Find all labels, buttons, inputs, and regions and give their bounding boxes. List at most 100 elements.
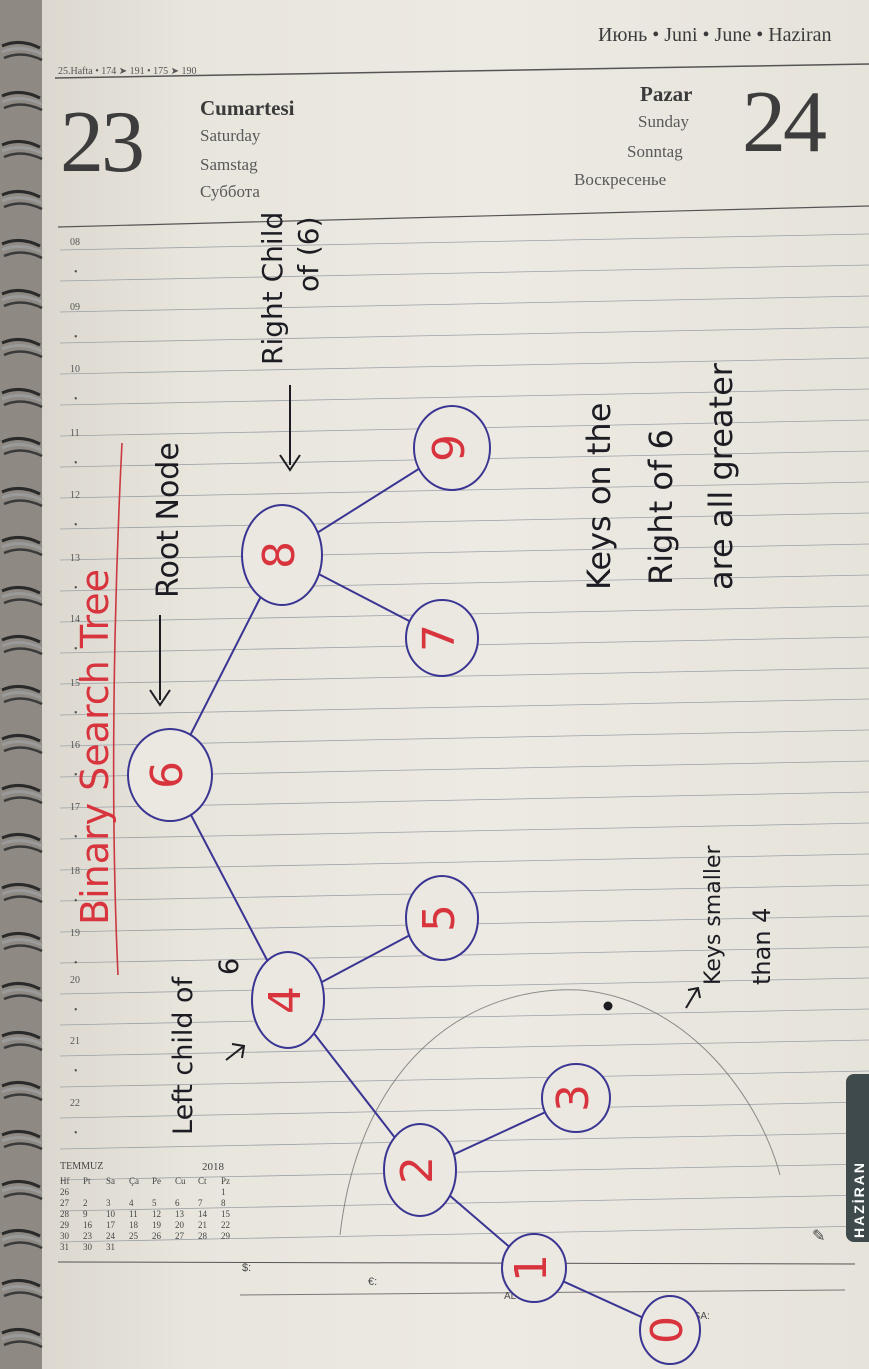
calendar-cell: 22 (221, 1219, 230, 1230)
ruled-line (59, 698, 869, 716)
tree-node-circle (501, 1233, 567, 1303)
left-day-name-tr: Cumartesi (200, 96, 295, 120)
calendar-cell: 4 (129, 1197, 134, 1208)
spiral-ring (0, 832, 44, 854)
keys-right-line3: are all greater (702, 362, 740, 590)
calendar-cell: 26 (152, 1230, 161, 1241)
left-child-arrow-icon (225, 1043, 246, 1061)
calendar-week-row: 29 16 17 18 19 20 21 22 (60, 1219, 244, 1230)
ruled-line (59, 667, 869, 685)
keys-smaller-line1: Keys smaller (701, 845, 726, 985)
right-day-name-tr: Pazar (640, 82, 693, 106)
calendar-cell: 9 (83, 1208, 88, 1219)
tree-node-value: 5 (414, 904, 465, 932)
title-text: Binary Search Tree (73, 569, 117, 925)
tree-node-circle (241, 504, 323, 606)
right-day-name-ru: Воскресенье (574, 170, 667, 189)
left-day-name-de: Samstag (200, 155, 258, 174)
calendar-cell: 10 (106, 1208, 115, 1219)
hour-label: 14 (70, 614, 80, 625)
spiral-ring (0, 931, 44, 953)
half-hour-dot: • (74, 770, 78, 781)
half-hour-dot: • (74, 458, 78, 469)
calendar-cell: 2 (83, 1197, 88, 1208)
ruled-line (59, 326, 869, 344)
keys-right-line2: Right of 6 (642, 429, 680, 585)
half-hour-dot: • (74, 520, 78, 531)
hour-label: 11 (70, 428, 80, 439)
weekday: Ct (198, 1175, 207, 1186)
left-child-label-line1: Left child of (168, 975, 199, 1135)
tree-node-value: 8 (254, 541, 305, 569)
right-day-name-de: Sonntag (627, 142, 683, 161)
hour-label: 18 (70, 866, 80, 877)
title-underline (112, 442, 123, 976)
keys-smaller-line2: than 4 (748, 908, 776, 985)
calendar-month: TEMMUZ (60, 1161, 104, 1172)
ruled-line (59, 543, 869, 561)
tree-node-value: 2 (392, 1156, 443, 1184)
right-child-label-line1: Right Child (256, 212, 289, 365)
calendar-cell: 3 (106, 1197, 111, 1208)
right-day-name-en: Sunday (638, 112, 689, 131)
calendar-cell: 24 (106, 1230, 115, 1241)
spiral-ring (0, 337, 44, 359)
ruled-line (59, 264, 869, 282)
calendar-cell: 29 (60, 1219, 69, 1230)
keys-smaller-arrow-icon (685, 986, 701, 1009)
calendar-cell: 19 (152, 1219, 161, 1230)
half-hour-dot: • (74, 583, 78, 594)
pencil-dot-icon (603, 1001, 613, 1011)
tree-node-value: 1 (506, 1254, 557, 1282)
ruled-line (59, 512, 869, 530)
calendar-cell: 30 (83, 1241, 92, 1252)
calendar-cell: 6 (175, 1197, 180, 1208)
calendar-cell: 31 (106, 1241, 115, 1252)
left-day-number: 23 (60, 94, 145, 191)
spiral-ring (0, 90, 44, 112)
tree-node-value: 7 (414, 624, 465, 652)
calendar-cell: 7 (198, 1197, 203, 1208)
hour-label: 12 (70, 490, 80, 501)
hour-label: 15 (70, 678, 80, 689)
spiral-ring (0, 139, 44, 161)
tree-node-value: 0 (642, 1316, 693, 1344)
calendar-cell: 8 (221, 1197, 226, 1208)
ruled-line (59, 822, 869, 840)
hour-label: 10 (70, 364, 80, 375)
calendar-week-row: 27 2 3 4 5 6 7 8 (60, 1197, 244, 1208)
right-child-label-line2: of (6) (292, 216, 325, 292)
tree-node-circle (383, 1123, 457, 1217)
calendar-cell: 25 (129, 1230, 138, 1241)
spiral-ring (0, 40, 44, 62)
tree-node-value: 6 (142, 761, 193, 789)
calendar-grid: Hf Pt Sa Ça Pe Cu Ct Pz 26 1 27 (60, 1175, 244, 1252)
calendar-cell: 18 (129, 1219, 138, 1230)
calendar-cell: 12 (152, 1208, 161, 1219)
spiral-ring (0, 387, 44, 409)
calendar-cell: 30 (60, 1230, 69, 1241)
calendar-cell: 21 (198, 1219, 207, 1230)
calendar-cell: 16 (83, 1219, 92, 1230)
weekday: Ça (129, 1175, 139, 1186)
hour-label: 19 (70, 928, 80, 939)
left-child-label-line2: 6 (214, 958, 245, 975)
month-tab[interactable] (846, 1074, 869, 1242)
spiral-ring (0, 189, 44, 211)
tree-node-circle (127, 728, 213, 822)
hour-label: 20 (70, 975, 80, 986)
spiral-ring (0, 288, 44, 310)
tree-node-circle (639, 1295, 701, 1365)
hour-label: 22 (70, 1098, 80, 1109)
spiral-ring (0, 684, 44, 706)
spiral-ring (0, 1278, 44, 1300)
ruled-line (59, 1225, 869, 1243)
pencil-icon: ✎ (812, 1228, 826, 1245)
calendar-cell: 29 (221, 1230, 230, 1241)
ruled-line (59, 853, 869, 871)
calendar-cell: 15 (221, 1208, 230, 1219)
spiral-ring (0, 1080, 44, 1102)
half-hour-dot: • (74, 1128, 78, 1139)
right-day-number: 24 (742, 74, 827, 171)
spiral-ring (0, 733, 44, 755)
